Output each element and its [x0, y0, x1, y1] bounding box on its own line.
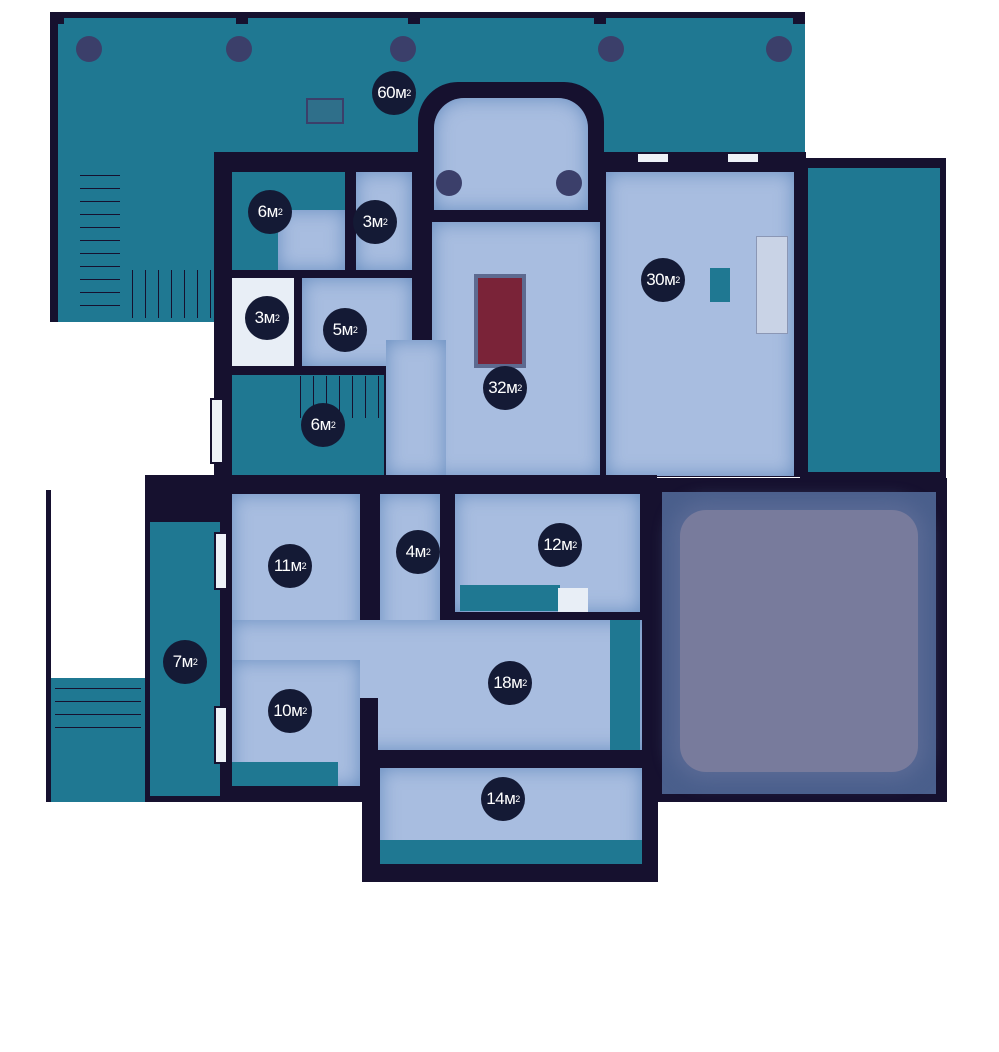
room-10-cabinet — [232, 762, 338, 786]
terrace-top-rail — [52, 12, 805, 18]
wall — [360, 698, 378, 798]
plant-icon — [436, 170, 462, 196]
plant-icon — [598, 36, 624, 62]
plant-icon — [76, 36, 102, 62]
table-icon — [306, 98, 344, 124]
sofa-icon — [756, 236, 788, 334]
stair-steps — [80, 168, 120, 318]
window — [214, 706, 228, 764]
plant-icon — [226, 36, 252, 62]
post — [52, 12, 64, 24]
plant-icon — [556, 170, 582, 196]
corridor-upper — [386, 340, 446, 476]
pool — [680, 510, 918, 772]
post — [236, 12, 248, 24]
plant-icon — [766, 36, 792, 62]
rail — [46, 490, 51, 802]
stair-steps — [55, 680, 141, 740]
plant-icon — [390, 36, 416, 62]
room-14-cabinet — [380, 840, 642, 864]
kitchen-sink — [558, 588, 588, 612]
balcony — [808, 168, 940, 472]
post — [594, 12, 606, 24]
terrace-left-rail — [50, 12, 58, 322]
post — [408, 12, 420, 24]
hall-cabinet — [610, 620, 640, 750]
kitchen-counter — [460, 585, 560, 611]
billiard-table-icon — [474, 274, 526, 368]
post — [793, 12, 805, 24]
stair-steps — [120, 270, 215, 318]
window — [214, 532, 228, 590]
tv-icon — [710, 268, 730, 302]
window — [210, 398, 224, 464]
window — [636, 152, 670, 164]
window — [726, 152, 760, 164]
